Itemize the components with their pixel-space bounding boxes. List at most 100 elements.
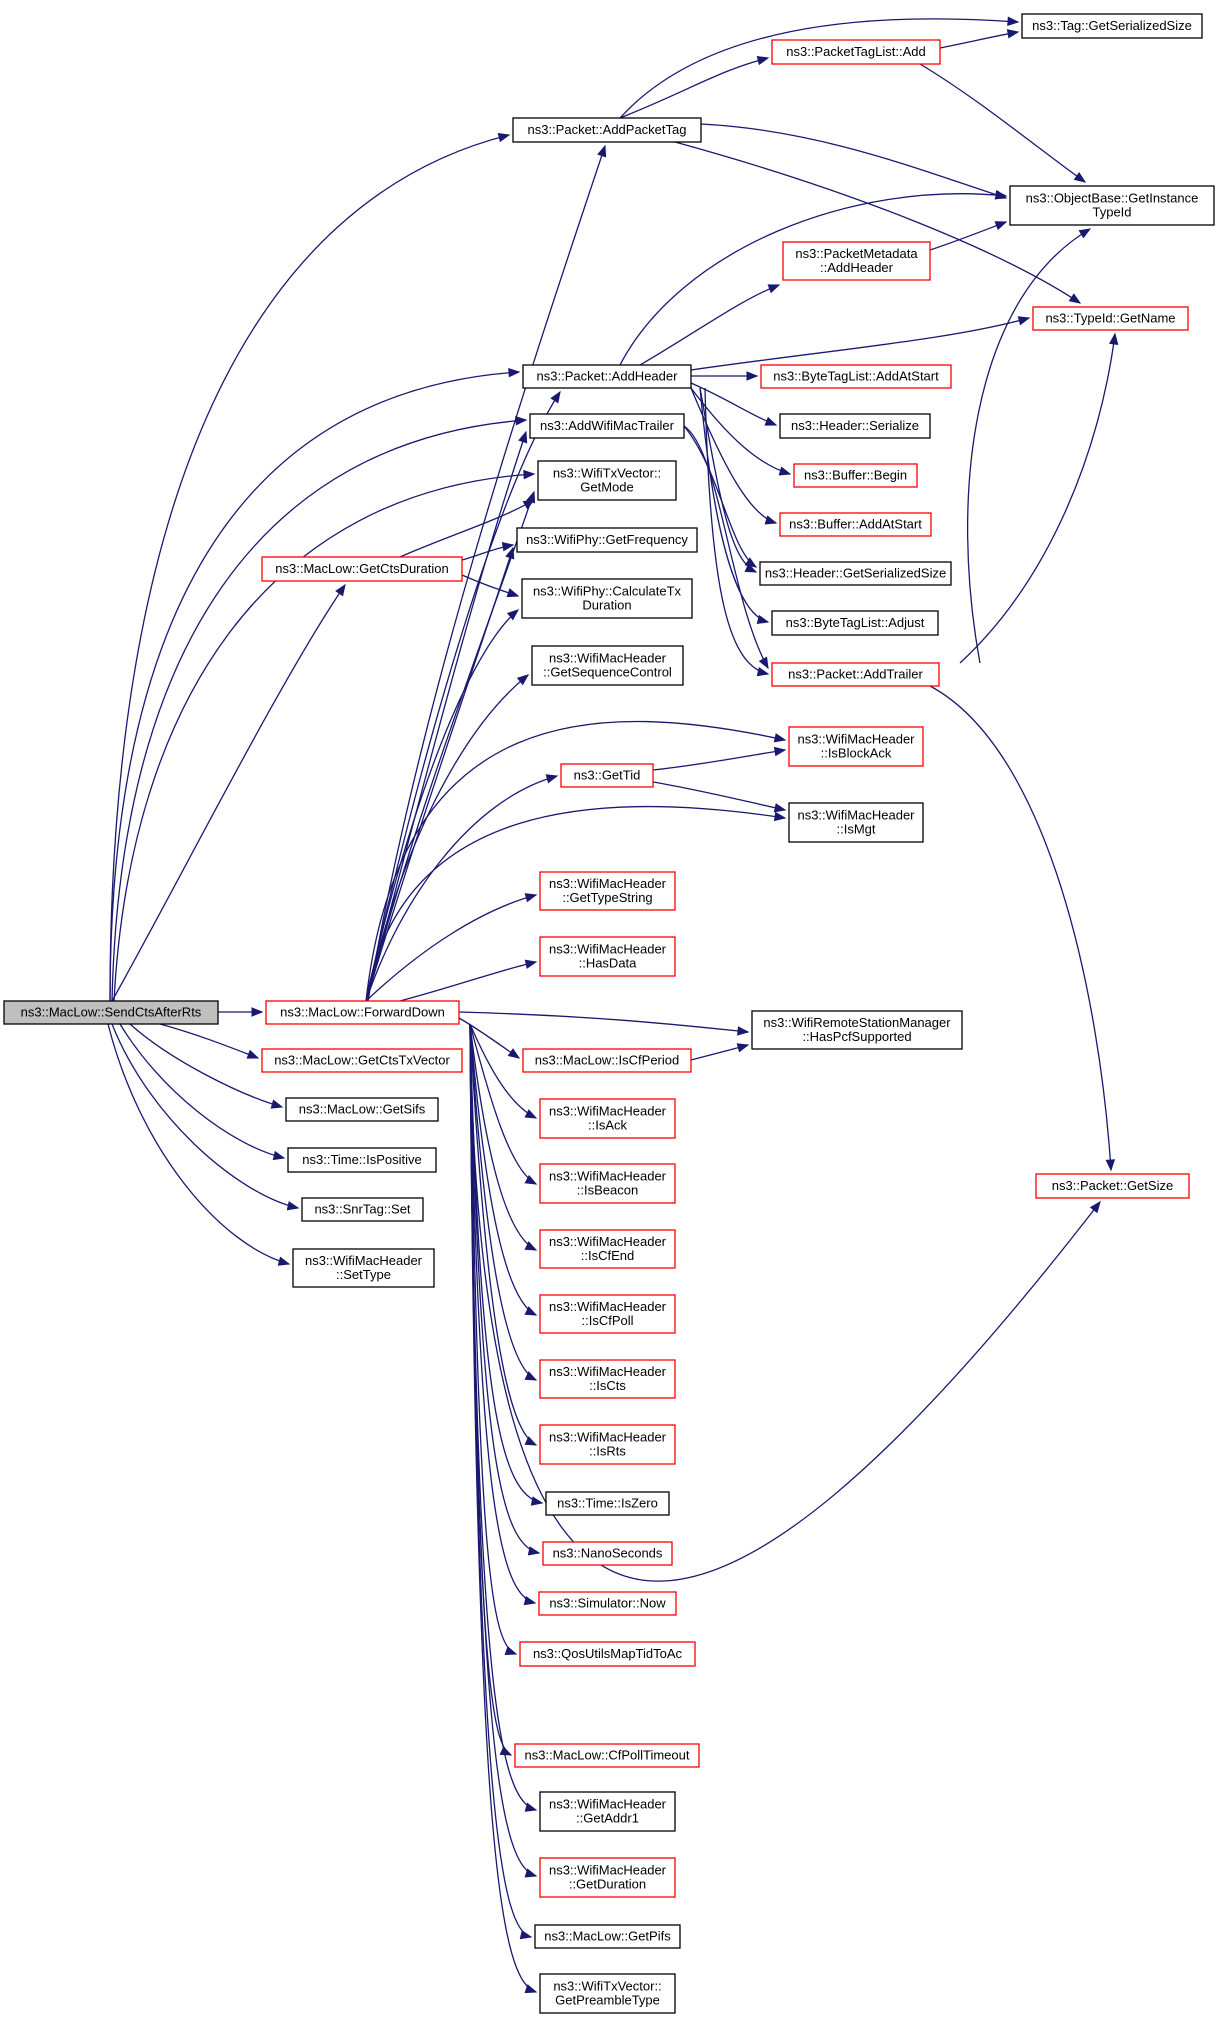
node-pmeta[interactable]: ns3::PacketMetadata::AddHeader <box>782 241 931 281</box>
node-getctsdur[interactable]: ns3::MacLow::GetCtsDuration <box>261 556 463 582</box>
edge-addheader-to-pmeta <box>639 284 781 366</box>
node-addwifitrailer[interactable]: ns3::AddWifiMacTrailer <box>529 413 685 439</box>
node-bufbegin[interactable]: ns3::Buffer::Begin <box>793 463 918 488</box>
node-pktgetsize[interactable]: ns3::Packet::GetSize <box>1035 1173 1190 1199</box>
node-hdrserialize[interactable]: ns3::Header::Serialize <box>779 413 931 439</box>
node-label: ns3::MacLow::GetSifs <box>299 1102 426 1117</box>
node-label: ::HasPcfSupported <box>802 1029 911 1044</box>
node-typeidname[interactable]: ns3::TypeId::GetName <box>1032 306 1189 331</box>
node-box <box>539 936 676 977</box>
node-btlistaddstart[interactable]: ns3::ByteTagList::AddAtStart <box>760 364 952 389</box>
edge-line <box>365 674 529 1002</box>
node-getfreq[interactable]: ns3::WifiPhy::GetFrequency <box>516 527 698 553</box>
node-getpifs[interactable]: ns3::MacLow::GetPifs <box>534 1924 681 1949</box>
node-addtrailer[interactable]: ns3::Packet::AddTrailer <box>771 662 940 687</box>
node-gettid[interactable]: ns3::GetTid <box>560 763 654 788</box>
node-addheader[interactable]: ns3::Packet::AddHeader <box>522 364 692 389</box>
edge-arrowhead <box>524 1241 538 1251</box>
node-btlistadjust[interactable]: ns3::ByteTagList::Adjust <box>771 610 939 636</box>
node-nanosec[interactable]: ns3::NanoSeconds <box>542 1541 673 1566</box>
node-box <box>771 662 940 687</box>
node-label: ns3::ByteTagList::AddAtStart <box>773 369 939 384</box>
edge-fwd-to-pktgetsize <box>469 1023 1101 1582</box>
node-taggetser[interactable]: ns3::Tag::GetSerializedSize <box>1021 13 1203 39</box>
node-iscfpoll[interactable]: ns3::WifiMacHeader::IsCfPoll <box>539 1294 676 1334</box>
node-isrts[interactable]: ns3::WifiMacHeader::IsRts <box>539 1424 676 1465</box>
node-label: ns3::Packet::AddPacketTag <box>528 122 687 137</box>
edge-fwd-to-iscfperiod <box>458 1017 521 1059</box>
edge-arrowhead <box>277 1256 291 1266</box>
edge-send-to-addpackettag <box>109 132 511 1002</box>
node-getseq[interactable]: ns3::WifiMacHeader::GetSequenceControl <box>531 645 684 686</box>
node-label: ns3::Buffer::Begin <box>804 468 907 483</box>
edge-arrowhead <box>251 1007 264 1017</box>
edge-line <box>919 63 1086 183</box>
node-box <box>539 1359 676 1399</box>
edge-line <box>109 371 520 1002</box>
edge-line <box>365 805 786 1002</box>
node-haspcf[interactable]: ns3::WifiRemoteStationManager::HasPcfSup… <box>751 1010 963 1050</box>
node-addpackettag[interactable]: ns3::Packet::AddPacketTag <box>512 117 702 143</box>
edge-line <box>469 1023 537 1251</box>
node-isbeacon[interactable]: ns3::WifiMacHeader::IsBeacon <box>539 1163 676 1204</box>
node-label: ns3::Header::GetSerializedSize <box>765 566 946 581</box>
edge-pmeta-to-objbase <box>929 221 1008 251</box>
node-ptlistadd[interactable]: ns3::PacketTagList::Add <box>771 39 941 65</box>
node-box <box>512 117 702 143</box>
edge-line <box>365 894 537 1002</box>
edge-line <box>367 145 606 1002</box>
edge-arrowhead <box>737 1026 750 1036</box>
edge-arrowhead <box>497 132 511 143</box>
node-iscts[interactable]: ns3::WifiMacHeader::IsCts <box>539 1359 676 1399</box>
node-getctstx[interactable]: ns3::MacLow::GetCtsTxVector <box>261 1048 463 1073</box>
node-getpreamble[interactable]: ns3::WifiTxVector::GetPreambleType <box>539 1973 676 2014</box>
edge-line <box>699 387 769 623</box>
node-cfpolltimeout[interactable]: ns3::MacLow::CfPollTimeout <box>514 1743 700 1768</box>
node-qosmap[interactable]: ns3::QosUtilsMapTidToAc <box>519 1641 696 1667</box>
node-hasdata[interactable]: ns3::WifiMacHeader::HasData <box>539 936 676 977</box>
node-snrset[interactable]: ns3::SnrTag::Set <box>301 1197 424 1222</box>
edge-arrowhead <box>518 430 528 444</box>
edge-arrowhead <box>523 469 536 480</box>
node-iscfperiod[interactable]: ns3::MacLow::IsCfPeriod <box>522 1048 692 1073</box>
node-simnow[interactable]: ns3::Simulator::Now <box>538 1591 677 1616</box>
edge-arrowhead <box>767 284 781 294</box>
node-label: GetPreambleType <box>555 1993 660 2008</box>
node-fwd[interactable]: ns3::MacLow::ForwardDown <box>265 1000 460 1025</box>
edge-line <box>690 387 791 475</box>
node-hdrgetser[interactable]: ns3::Header::GetSerializedSize <box>759 561 952 586</box>
edge-arrowhead <box>507 1048 521 1059</box>
node-box <box>539 871 676 911</box>
node-getduration[interactable]: ns3::WifiMacHeader::GetDuration <box>539 1857 676 1898</box>
node-label: ns3::WifiMacHeader <box>549 942 667 957</box>
edge-arrowhead <box>1017 316 1031 326</box>
edge-arrowhead <box>545 774 559 784</box>
edge-send-to-ispos <box>119 1023 286 1161</box>
node-label: ns3::WifiMacHeader <box>549 1104 667 1119</box>
node-label: ns3::QosUtilsMapTidToAc <box>533 1646 683 1661</box>
node-label: ::GetDuration <box>569 1877 646 1892</box>
node-getaddr1[interactable]: ns3::WifiMacHeader::GetAddr1 <box>539 1791 676 1832</box>
edge-arrowhead <box>764 515 778 525</box>
edge-arrowhead <box>526 490 536 504</box>
node-ispos[interactable]: ns3::Time::IsPositive <box>287 1147 437 1173</box>
edge-fwd-to-calctx <box>365 609 520 1002</box>
node-iscfend[interactable]: ns3::WifiMacHeader::IsCfEnd <box>539 1229 676 1269</box>
node-ismgt[interactable]: ns3::WifiMacHeader::IsMgt <box>788 802 924 843</box>
node-iszero[interactable]: ns3::Time::IsZero <box>545 1491 670 1516</box>
node-getmode[interactable]: ns3::WifiTxVector::GetMode <box>537 460 677 501</box>
edge-fwd-to-gettypestr <box>365 893 538 1002</box>
node-getsifs[interactable]: ns3::MacLow::GetSifs <box>285 1097 439 1122</box>
node-bufaddstart[interactable]: ns3::Buffer::AddAtStart <box>779 512 932 537</box>
node-box <box>292 1248 435 1288</box>
node-isblockack[interactable]: ns3::WifiMacHeader::IsBlockAck <box>788 726 924 767</box>
edge-send-to-addheader <box>109 367 521 1002</box>
node-settype[interactable]: ns3::WifiMacHeader::SetType <box>292 1248 435 1288</box>
edge-line <box>469 1023 517 1655</box>
node-gettypestr[interactable]: ns3::WifiMacHeader::GetTypeString <box>539 871 676 911</box>
node-isack[interactable]: ns3::WifiMacHeader::IsAck <box>539 1098 676 1139</box>
edge-getctsdur-to-getfreq <box>461 542 515 561</box>
edge-line <box>959 333 1116 664</box>
